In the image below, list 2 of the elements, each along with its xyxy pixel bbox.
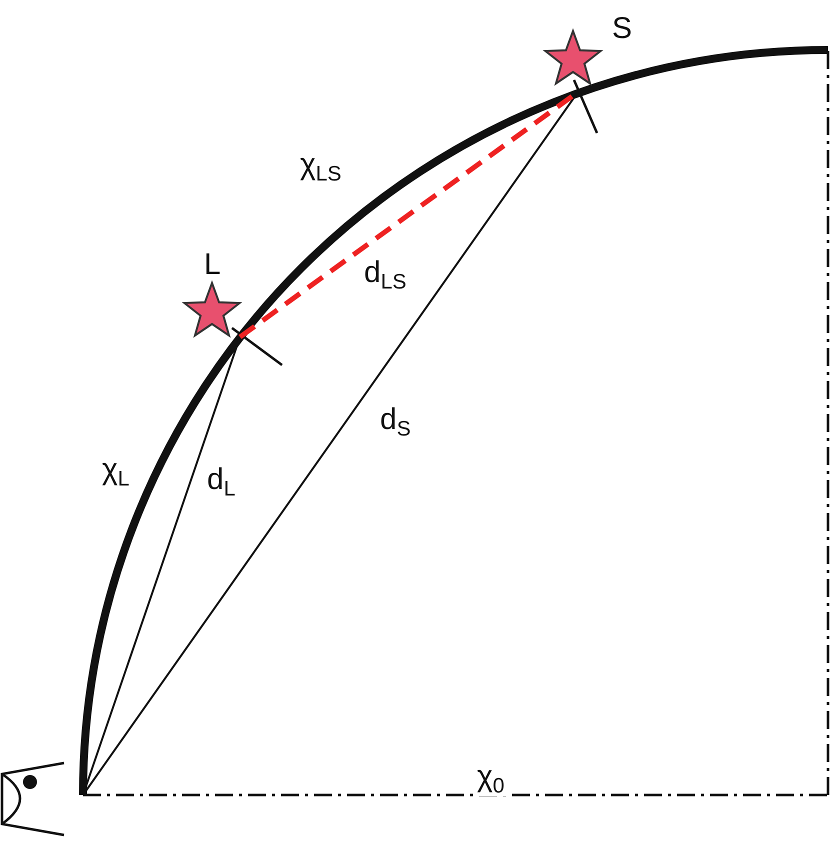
star-label: L: [204, 250, 221, 280]
star-label: S: [612, 14, 632, 44]
